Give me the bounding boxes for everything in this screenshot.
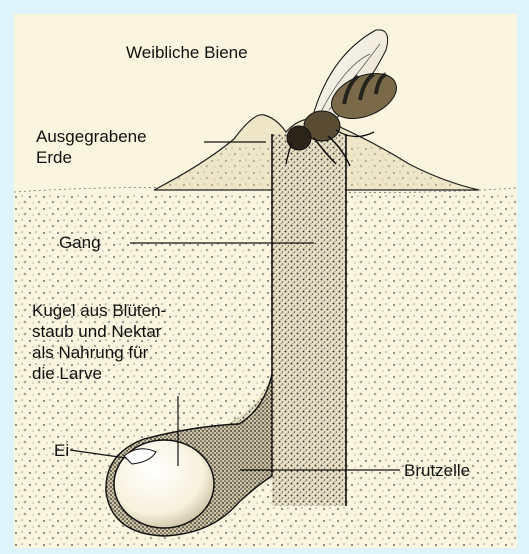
label-egg: Ei xyxy=(54,440,69,461)
label-excavated-soil: Ausgegrabene Erde xyxy=(36,126,147,168)
label-bee: Weibliche Biene xyxy=(126,42,248,63)
label-pollen-ball: Kugel aus Blüten- staub und Nektar als N… xyxy=(32,300,166,384)
label-tunnel: Gang xyxy=(59,232,101,253)
illustration-panel: Weibliche Biene Ausgegrabene Erde Gang K… xyxy=(14,14,517,548)
label-brood-cell: Brutzelle xyxy=(404,460,470,481)
tunnel-shaft xyxy=(272,134,346,506)
